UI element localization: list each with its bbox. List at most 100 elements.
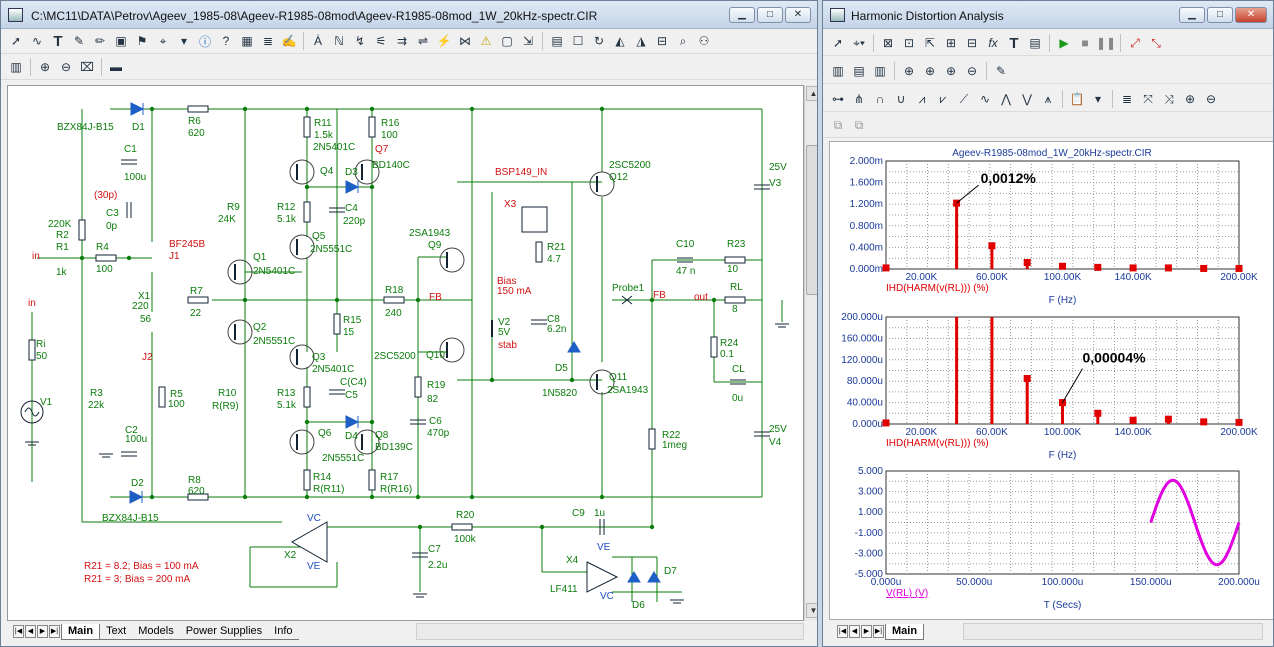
close-button[interactable]: ✕ [785, 7, 811, 23]
run-icon[interactable]: ▶ [1059, 36, 1069, 50]
node-numbers-icon[interactable]: ℕ [334, 34, 344, 48]
h-tab-main[interactable]: Main [885, 623, 925, 640]
h-cursor2-icon[interactable]: ⋔ [853, 92, 865, 106]
h-scale-icon[interactable]: ⊠ [882, 36, 894, 50]
rotate-icon[interactable]: ↻ [593, 34, 605, 48]
flag-tool-icon[interactable]: ⌖ [159, 33, 167, 48]
h-fit-icon[interactable]: ⤧ [1143, 91, 1153, 106]
h-zin-icon[interactable]: ⊕ [1184, 92, 1196, 106]
box-icon[interactable]: ☐ [572, 34, 584, 48]
zoom-out-icon[interactable]: ⊖ [60, 60, 72, 74]
last-tab-icon[interactable]: ▶| [49, 625, 60, 638]
condition-icon[interactable]: ⚡ [436, 34, 452, 48]
h-paste-icon[interactable]: ⧉ [854, 117, 864, 132]
scroll-up-arrow-icon[interactable]: ▲ [806, 86, 817, 101]
pin-icon[interactable]: ⚟ [375, 34, 387, 48]
h-limits-icon[interactable]: ⤡ [1151, 35, 1161, 50]
h-select-icon[interactable]: ➚ [832, 36, 844, 50]
line-tool-icon[interactable]: ✎ [73, 34, 85, 48]
harmonic-minimize-button[interactable]: ▁ [1179, 7, 1205, 23]
prev-tab-icon[interactable]: ◀ [25, 625, 36, 638]
schematic-titlebar[interactable]: C:\MC11\DATA\Petrov\Ageev_1985-08\Ageev-… [1, 1, 817, 29]
next-tab-icon[interactable]: ▶ [37, 625, 48, 638]
h-zoom-region-icon[interactable]: ⊡ [903, 36, 915, 50]
select-tool-icon[interactable]: ➚ [10, 34, 22, 48]
warning-icon[interactable]: ⚠ [480, 34, 492, 48]
h-copy-icon[interactable]: ⧉ [833, 117, 843, 132]
schematic-hscroll[interactable] [416, 623, 804, 640]
print-icon[interactable]: ▬ [110, 60, 122, 74]
h-low-icon[interactable]: ⩗ [939, 91, 947, 106]
h-properties-icon[interactable]: ▤ [1029, 36, 1041, 50]
stop-icon[interactable]: ■ [1081, 36, 1089, 50]
h-expand-icon[interactable]: ⤨ [1164, 91, 1174, 106]
help-icon[interactable]: ? [222, 34, 230, 48]
grid-icon[interactable]: ▦ [241, 34, 253, 48]
maximize-button[interactable]: □ [757, 7, 783, 23]
flip-x-icon[interactable]: ◭ [615, 34, 625, 48]
power-icon[interactable]: ⇌ [417, 34, 429, 48]
h-list-icon[interactable]: ≣ [1121, 92, 1133, 106]
mirror-icon[interactable]: ⊟ [656, 34, 668, 48]
tab-text[interactable]: Text [100, 624, 133, 640]
cursor-mode-icon[interactable]: ⇲ [522, 34, 534, 48]
h-tag-icon[interactable]: ⊟ [966, 36, 978, 50]
h-cursor1-icon[interactable]: ⊶ [832, 92, 844, 106]
h-global-icon[interactable]: ⋀ [1001, 92, 1011, 106]
edit-icon[interactable]: ✍ [281, 34, 297, 48]
h-clipboard-icon[interactable]: 📋 [1069, 92, 1085, 106]
zoom-in-icon[interactable]: ⊕ [39, 60, 51, 74]
h-first-tab-icon[interactable]: |◀ [837, 625, 848, 638]
h-zoom-out-icon[interactable]: ⊖ [966, 64, 978, 78]
pins-icon[interactable]: ⋈ [459, 34, 471, 48]
tab-info[interactable]: Info [268, 624, 299, 640]
h-zoom-x-icon[interactable]: ⊕ [903, 64, 915, 78]
h-zoom-in-icon[interactable]: ⊕ [945, 64, 957, 78]
h-edit-icon[interactable]: ✎ [995, 64, 1007, 78]
h-high-icon[interactable]: ⩘ [918, 91, 926, 106]
tab-power-supplies[interactable]: Power Supplies [179, 624, 269, 640]
scroll-down-arrow-icon[interactable]: ▼ [806, 603, 817, 618]
info-icon[interactable]: ⓘ [198, 34, 211, 49]
h-top-icon[interactable]: ⋁ [1022, 92, 1032, 106]
h-slope-icon[interactable]: ⟋ [959, 91, 969, 106]
h-bottom-icon[interactable]: ⩚ [1044, 91, 1052, 106]
node-voltage-icon[interactable]: ↯ [354, 34, 366, 48]
bus-tool-icon[interactable]: ⚑ [136, 34, 148, 48]
tab-models[interactable]: Models [132, 624, 180, 640]
tab-main[interactable]: Main [61, 623, 101, 640]
harmonic-hscroll[interactable] [963, 623, 1263, 640]
h-table2-icon[interactable]: ▤ [853, 64, 865, 78]
h-text-icon[interactable]: T [1009, 34, 1019, 52]
harmonic-maximize-button[interactable]: □ [1207, 7, 1233, 23]
minimize-button[interactable]: ▁ [729, 7, 755, 23]
h-zoom-y-icon[interactable]: ⊕ [924, 64, 936, 78]
calculator-icon[interactable]: ▥ [10, 60, 22, 74]
attr-text-icon[interactable]: Ȧ [313, 34, 322, 48]
schematic-vscroll[interactable]: ▲ ▼ [804, 85, 817, 621]
h-peak-icon[interactable]: ∩ [875, 92, 885, 106]
harmonic-close-button[interactable]: ✕ [1235, 7, 1267, 23]
find-icon[interactable]: ⌕ [679, 33, 687, 48]
h-dropdown2-icon[interactable]: ▾ [1094, 92, 1102, 106]
harmonic-titlebar[interactable]: Harmonic Distortion Analysis ▁ □ ✕ [823, 1, 1273, 29]
binoculars-icon[interactable]: ⚇ [698, 34, 710, 48]
current-icon[interactable]: ⇉ [396, 34, 408, 48]
h-zout-icon[interactable]: ⊖ [1205, 92, 1217, 106]
flip-y-icon[interactable]: ◮ [636, 34, 646, 48]
pause-icon[interactable]: ❚❚ [1095, 36, 1117, 50]
first-tab-icon[interactable]: |◀ [13, 625, 24, 638]
properties-icon[interactable]: ▤ [551, 34, 563, 48]
pen-tool-icon[interactable]: ✏ [94, 34, 106, 48]
h-last-tab-icon[interactable]: ▶| [873, 625, 884, 638]
component-tool-icon[interactable]: ▣ [115, 34, 127, 48]
h-next-tab-icon[interactable]: ▶ [861, 625, 872, 638]
h-dropdown-icon[interactable]: ⌖▾ [853, 35, 865, 50]
h-table3-icon[interactable]: ▥ [874, 64, 886, 78]
h-pan-icon[interactable]: ⇱ [924, 36, 936, 50]
page-icon[interactable]: ▢ [501, 34, 513, 48]
h-prev-tab-icon[interactable]: ◀ [849, 625, 860, 638]
text-tool-icon[interactable]: T [53, 32, 63, 50]
h-data-point-icon[interactable]: ⊞ [945, 36, 957, 50]
